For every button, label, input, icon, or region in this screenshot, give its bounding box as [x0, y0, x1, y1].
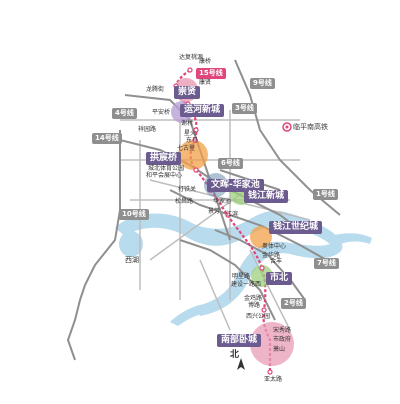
station-label: 城北体育公园	[148, 165, 185, 172]
district-shiji: 钱江世纪城	[269, 221, 323, 234]
station-label: 松昌路	[175, 198, 194, 205]
north-label: 北	[230, 350, 240, 360]
station-label: 东马	[186, 137, 199, 144]
line-7-label: 7号线	[314, 258, 339, 269]
station-label: 龙腾街	[146, 86, 165, 93]
station-label: 达复桃源	[179, 54, 204, 61]
station-label: 市政府	[273, 336, 292, 343]
station-label: 江滨	[226, 211, 239, 218]
line-15-label: 15号线	[196, 68, 226, 79]
line-14-label: 14号线	[92, 133, 122, 144]
district-yunhe: 运河新城	[180, 104, 225, 117]
station-label: 康桥	[199, 58, 212, 65]
station-label: 合丰	[270, 258, 283, 265]
station-label: 平安桥	[152, 109, 171, 116]
station-label: 祥园路	[138, 126, 157, 133]
station-label: 景芳	[208, 208, 221, 215]
station-label: 打铁关	[178, 186, 197, 193]
station-label: 西兴公园	[246, 313, 271, 320]
station-label: 宋秀路	[273, 327, 292, 334]
district-chongxian: 崇贤	[174, 86, 201, 99]
line-10-label: 10号线	[119, 209, 149, 220]
rail-station-label: 临平南高铁	[293, 123, 328, 131]
district-shibei: 市北	[266, 272, 293, 285]
station-label: 亚太路	[264, 376, 283, 383]
river-lower	[170, 306, 202, 326]
river-branch	[330, 233, 372, 246]
station-label: 谢村	[181, 120, 194, 127]
station-label: 建设一路西	[231, 281, 262, 288]
line-4-label: 4号线	[112, 108, 137, 119]
bubble-shiji	[250, 226, 272, 248]
district-gongchenqiao: 拱宸桥	[146, 152, 182, 165]
station-label: 金鸡路	[244, 295, 263, 302]
station-label: 七古登	[177, 145, 196, 152]
line-3-label: 3号线	[232, 103, 257, 114]
station-label: 和平会展中心	[146, 172, 183, 179]
qiantang-river	[115, 210, 343, 316]
line-1-label: 1号线	[313, 189, 338, 200]
district-nanbu: 南部卧城	[217, 334, 262, 347]
north-arrow-icon	[237, 358, 245, 370]
line-2-label: 2号线	[281, 298, 306, 309]
station-label: 萧山	[273, 346, 286, 353]
station-label: 金华路	[262, 252, 281, 259]
west-lake-label: 西湖	[125, 256, 139, 264]
line-9-label: 9号线	[250, 78, 275, 89]
station-label: 星火	[184, 130, 197, 137]
district-wenhui: 文晖-华家池	[207, 179, 264, 192]
bubble-nanbu	[250, 322, 294, 366]
station-label: 明星路	[232, 273, 251, 280]
bubble-gongchenqiao	[178, 140, 208, 170]
station-label: 华家池	[213, 198, 232, 205]
district-qianjiang: 钱江新城	[244, 190, 289, 203]
line-6-label: 6号线	[218, 158, 243, 169]
station-label: 奥体中心	[262, 243, 287, 250]
rail-station-dot	[285, 125, 289, 129]
station-label: 博路	[248, 302, 261, 309]
station-label: 康贤	[199, 79, 212, 86]
west-lake	[119, 231, 143, 257]
